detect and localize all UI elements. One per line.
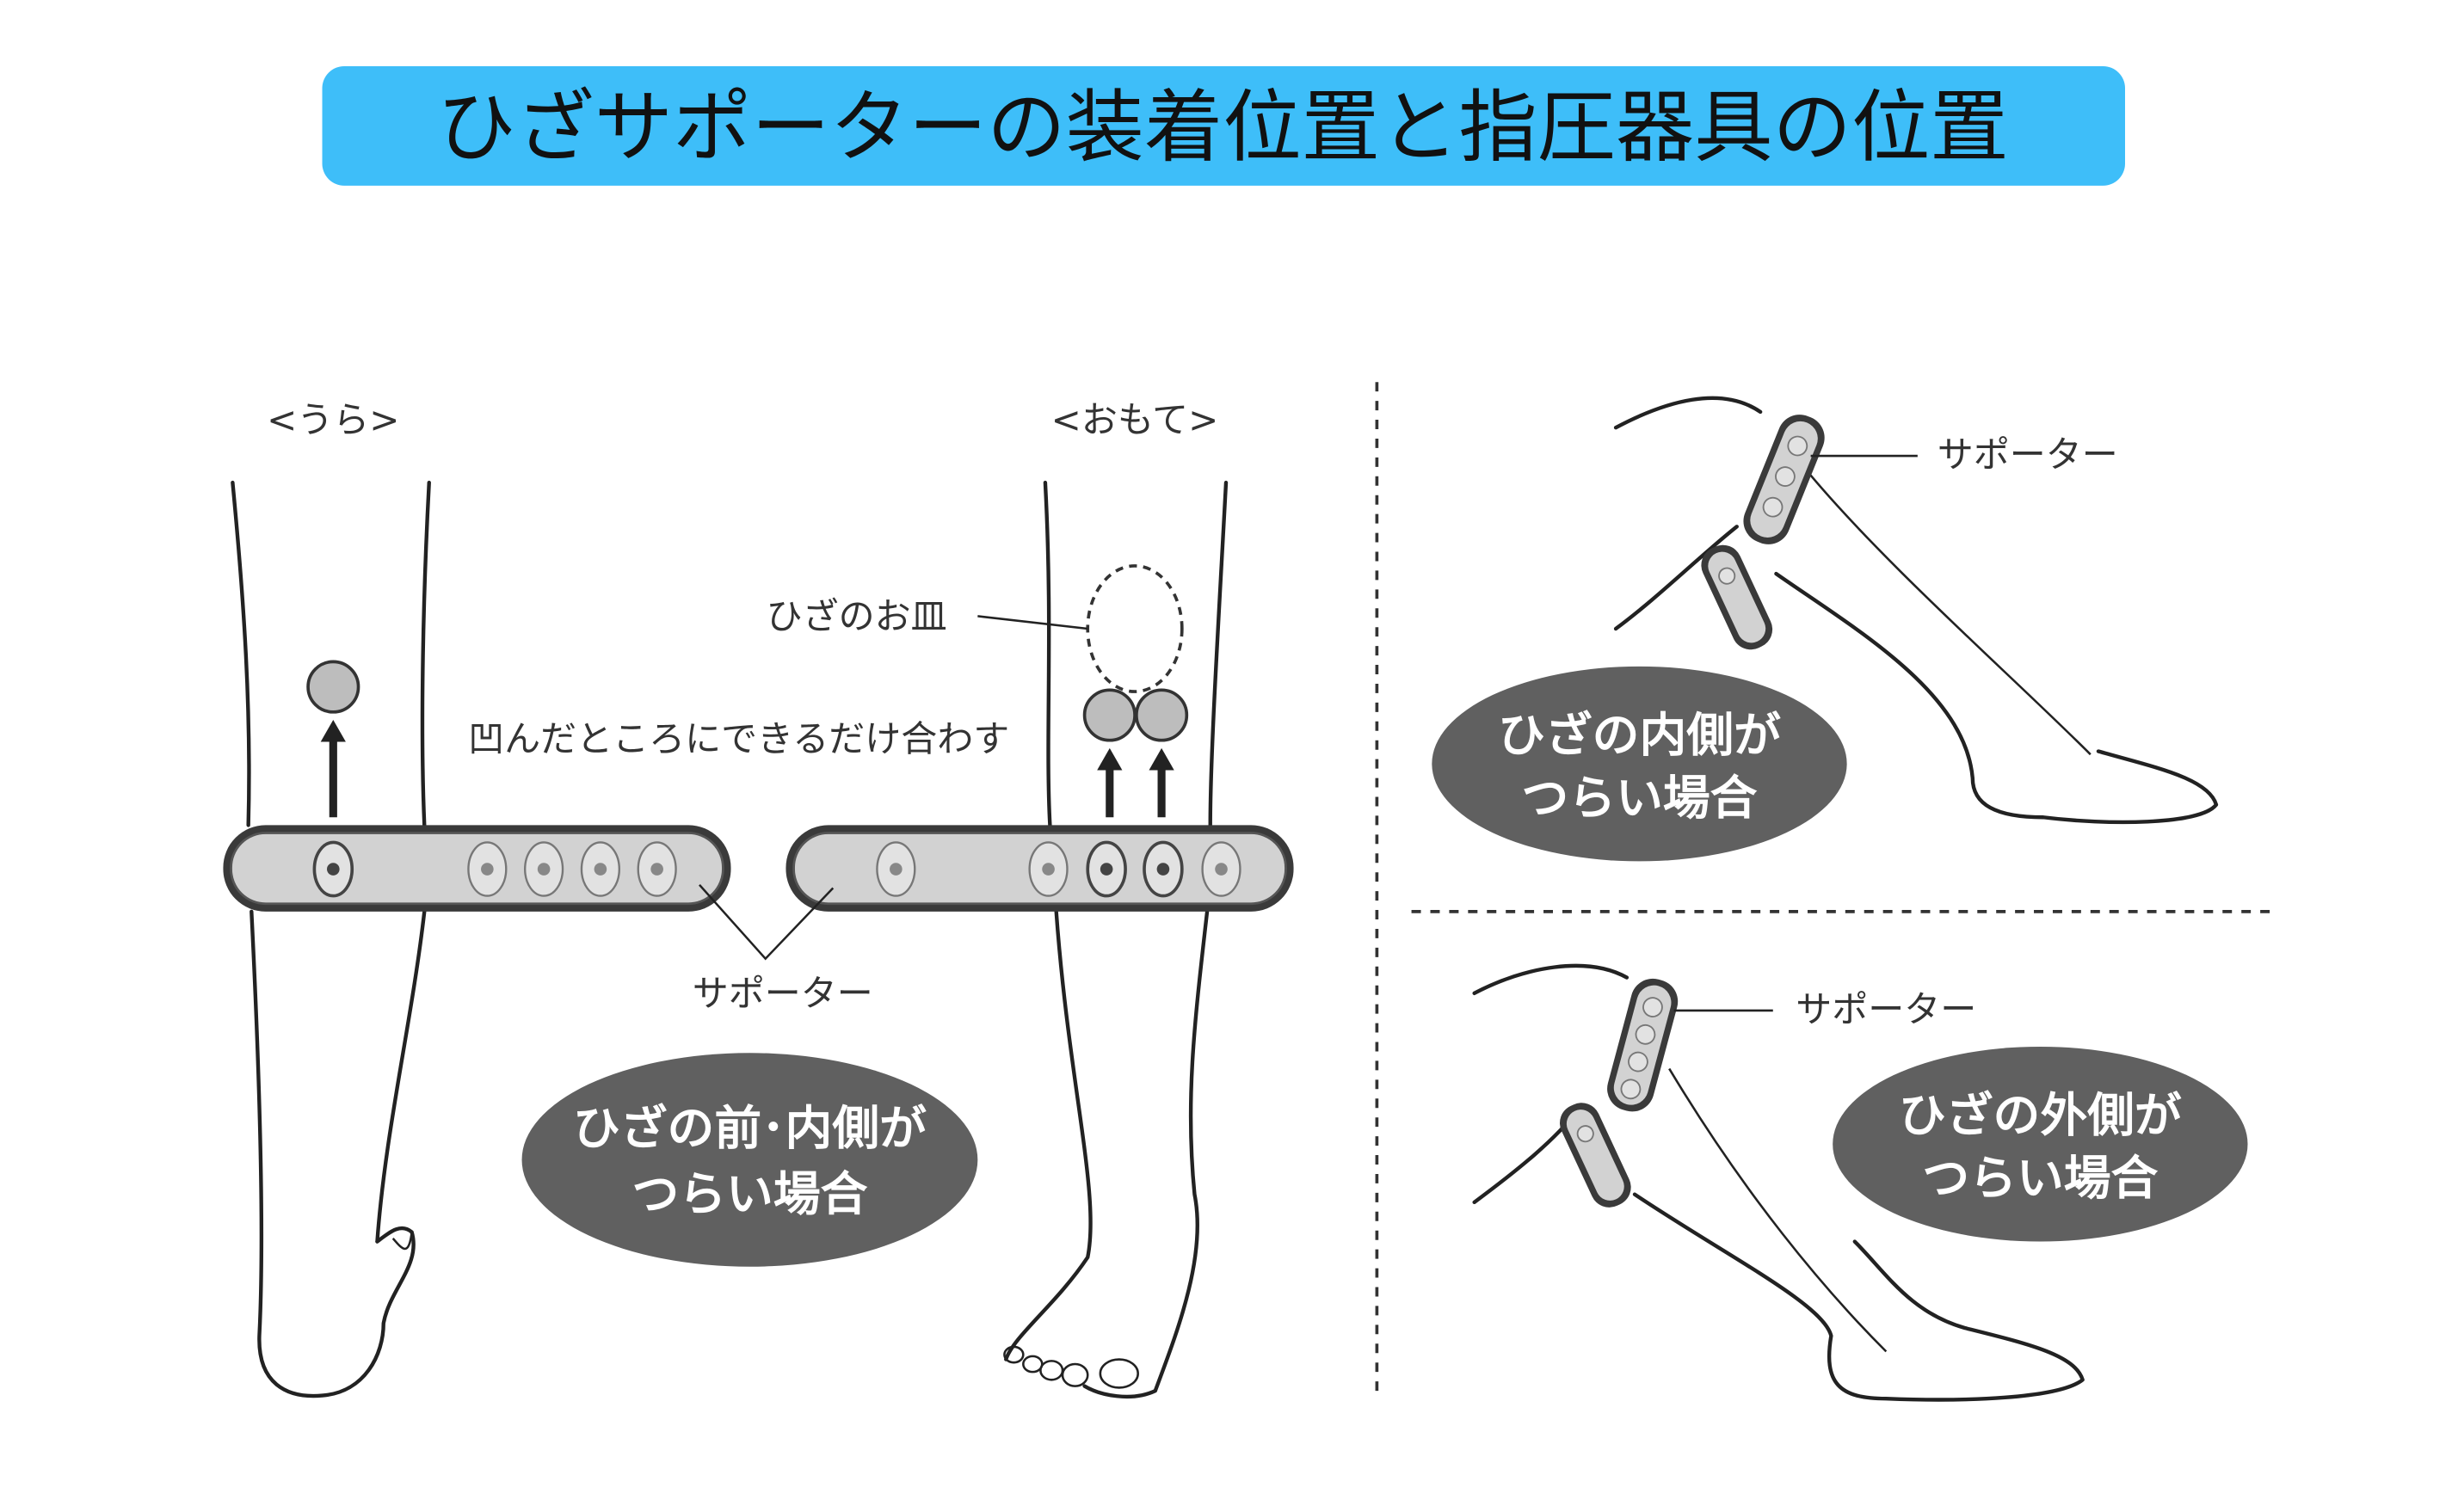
back-view-label: <うら> [267, 399, 399, 441]
pad [312, 840, 677, 898]
title-banner: ひざサポーターの装着位置と指圧器具の位置 [322, 65, 2125, 186]
svg-text:つらい場合: つらい場合 [631, 1166, 867, 1221]
svg-text:ひざの内側が: ひざの内側が [1498, 708, 1781, 763]
supporter-band-front [786, 825, 1294, 912]
instruction-text: 凹んだところにできるだけ合わす [468, 718, 1009, 760]
supporter-label: サポーター [1938, 433, 2118, 476]
front-leg-illustration: ひざのお皿 [767, 480, 1229, 1399]
front-view-label: <おもて> [1051, 399, 1219, 441]
svg-text:つらい場合: つらい場合 [1521, 771, 1757, 826]
toes [1003, 1345, 1139, 1389]
supporter-label: サポーター [693, 972, 873, 1014]
kneecap-label: ひざのお皿 [767, 595, 947, 637]
acupressure-point [1135, 688, 1189, 742]
page-title: ひざサポーターの装着位置と指圧器具の位置 [437, 81, 2009, 173]
acupressure-point [306, 660, 360, 714]
supporter-band-back [223, 825, 731, 912]
front-back-panel: <うら> <おもて> [223, 399, 1294, 1399]
inner-side-panel: サポーター ひざの内側が つらい場合 [1432, 396, 2219, 862]
case-badge-front-inner: ひざの前･内側が つらい場合 [521, 1053, 978, 1267]
svg-text:つらい場合: つらい場合 [1922, 1151, 2158, 1206]
svg-text:ひざの外側が: ひざの外側が [1899, 1088, 2182, 1143]
case-badge-outer: ひざの外側が つらい場合 [1833, 1046, 2248, 1242]
supporter-label: サポーター [1796, 988, 1976, 1030]
acupressure-point [1082, 688, 1137, 742]
pad [876, 840, 1241, 898]
back-leg-illustration [231, 480, 431, 1398]
case-badge-inner: ひざの内側が つらい場合 [1432, 666, 1847, 862]
outer-side-panel: サポーター ひざの外側が つらい場合 [1472, 963, 2248, 1402]
svg-text:ひざの前･内側が: ひざの前･内側が [573, 1100, 927, 1155]
kneecap-outline [1086, 564, 1184, 693]
